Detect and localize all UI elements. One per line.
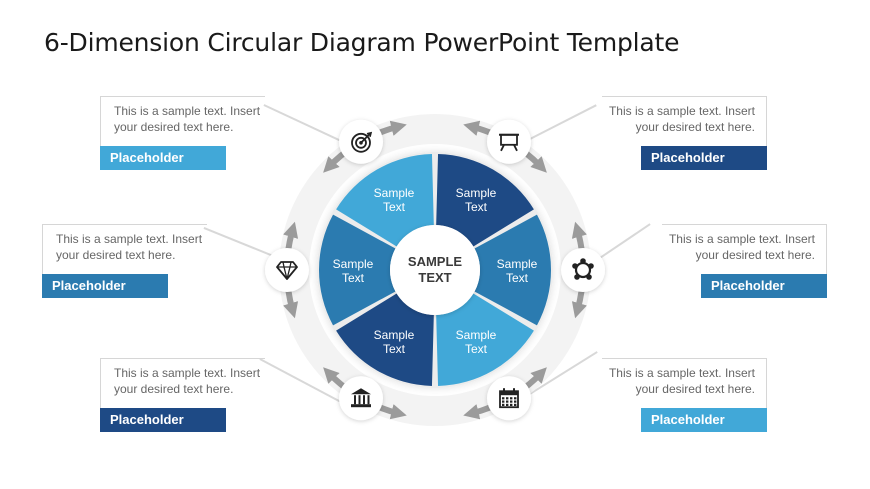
callout-text-line: your desired text here.: [635, 381, 755, 396]
callout-text-line: This is a sample text. Insert: [114, 104, 261, 118]
placeholder-label: Placeholder: [100, 146, 226, 170]
icon-nodes: [265, 119, 605, 421]
slice-label-line: Sample: [456, 328, 497, 342]
pie-slice: [436, 293, 534, 386]
callout-frame: [100, 358, 265, 421]
callout-text: This is a sample text. Insert your desir…: [655, 232, 815, 263]
callout-text-line: your desired text here.: [635, 119, 755, 134]
callout-text: This is a sample text. Insert your desir…: [114, 104, 274, 135]
callout-frame: [602, 96, 767, 159]
callout-frame: [42, 224, 207, 287]
callout-text-line: your desired text here.: [56, 247, 176, 262]
callout-text-line: your desired text here.: [114, 381, 234, 396]
callout-text: This is a sample text. Insert your desir…: [56, 232, 216, 263]
bank-building-node: [339, 376, 383, 421]
presentation-board-node: [487, 119, 531, 164]
callout-text-line: This is a sample text. Insert: [608, 104, 755, 118]
slice-label-line: Sample: [374, 186, 415, 200]
placeholder-label: Placeholder: [701, 274, 827, 298]
icon-node-circle: [487, 376, 531, 421]
pie-slices: SampleTextSampleTextSampleTextSampleText…: [319, 154, 552, 386]
slice-label-line: Text: [342, 271, 365, 285]
calendar-node: [487, 376, 531, 421]
callout-text-line: This is a sample text. Insert: [668, 232, 815, 246]
placeholder-label: Placeholder: [641, 146, 767, 170]
slice-label-line: Text: [465, 200, 488, 214]
slice-label-line: Sample: [374, 328, 415, 342]
callout-text-line: This is a sample text. Insert: [114, 366, 261, 380]
center-circle: [390, 225, 480, 315]
slice-label-line: Text: [506, 271, 529, 285]
icon-node-circle: [265, 248, 309, 292]
pie-slice: [336, 293, 434, 386]
bank-building-icon: [351, 388, 371, 408]
callout-text: This is a sample text. Insert your desir…: [595, 366, 755, 397]
pie-slice: [336, 154, 434, 247]
slice-label-line: Text: [383, 342, 406, 356]
diamond-node: [265, 248, 309, 292]
placeholder-label: Placeholder: [42, 274, 168, 298]
slice-label-line: Text: [383, 200, 406, 214]
callout-text-line: your desired text here.: [695, 247, 815, 262]
slice-label-line: Sample: [456, 186, 497, 200]
callout-text-line: This is a sample text. Insert: [56, 232, 203, 246]
callout-text: This is a sample text. Insert your desir…: [114, 366, 274, 397]
callout-frame: [602, 358, 767, 421]
callout-text: This is a sample text. Insert your desir…: [595, 104, 755, 135]
slice-label-line: Sample: [333, 257, 374, 271]
icon-node-circle: [339, 376, 383, 421]
diamond-icon: [276, 261, 298, 280]
teamwork-node: [561, 248, 605, 292]
icon-node-circle: [487, 119, 531, 164]
callout-frame: [100, 96, 265, 159]
icon-node-circle: [561, 248, 605, 292]
pie-slice: [319, 214, 396, 326]
center-label-line: TEXT: [418, 270, 451, 285]
callout-text-line: This is a sample text. Insert: [608, 366, 755, 380]
placeholder-label: Placeholder: [100, 408, 226, 432]
callout-text-line: your desired text here.: [114, 119, 234, 134]
center-label-line: SAMPLE: [408, 254, 463, 269]
pie-slice: [436, 154, 534, 247]
slice-label-line: Text: [465, 342, 488, 356]
teamwork-icon: [572, 258, 594, 280]
presentation-board-icon: [499, 133, 519, 152]
slice-label-line: Sample: [497, 257, 538, 271]
callout-frame: [662, 224, 827, 287]
pie-slice: [474, 214, 552, 326]
target-icon: [351, 131, 373, 153]
placeholder-label: Placeholder: [641, 408, 767, 432]
page-title: 6-Dimension Circular Diagram PowerPoint …: [44, 28, 680, 57]
calendar-icon: [499, 388, 519, 409]
target-node: [339, 119, 383, 164]
